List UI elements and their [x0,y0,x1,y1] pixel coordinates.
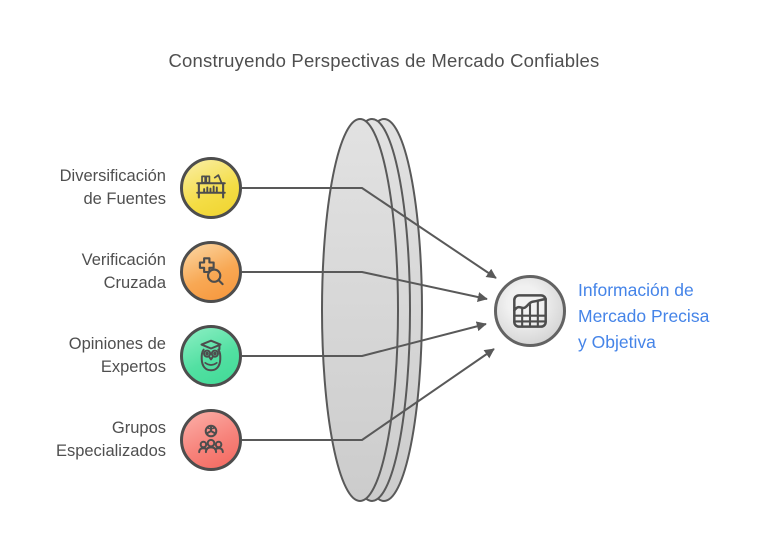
source-label-line: Cruzada [103,274,166,292]
source-node-verificacion [180,241,242,303]
globe-people-icon [192,421,230,459]
source-label-verificacion: Verificación Cruzada [6,249,166,295]
result-node-informacion [494,275,566,347]
connector-arrow-1 [242,187,497,279]
result-label-line: Información de [578,280,694,300]
source-label-line: Grupos [111,419,166,437]
convergence-lens [321,118,423,502]
page-title: Construyendo Perspectivas de Mercado Con… [168,50,600,71]
source-node-diversificacion [180,157,242,219]
lens-front-face [321,118,399,502]
graduate-owl-icon [192,337,230,375]
source-node-grupos [180,409,242,471]
source-label-line: Opiniones de [68,335,166,353]
bookshelf-chart-icon [192,169,230,207]
connector-arrow-4 [242,348,495,441]
connector-arrow-3 [242,321,487,357]
cross-magnifier-icon [192,253,230,291]
source-node-opiniones [180,325,242,387]
result-label-line: y Objetiva [578,332,656,352]
source-label-grupos: Grupos Especializados [6,417,166,463]
result-label-line: Mercado Precisa [578,306,710,326]
source-label-line: Diversificación [59,167,166,185]
source-label-diversificacion: Diversificación de Fuentes [6,165,166,211]
source-label-line: de Fuentes [83,190,166,208]
connector-arrow-2 [242,271,488,302]
source-label-line: Expertos [100,358,166,376]
source-label-line: Verificación [81,251,166,269]
source-label-line: Especializados [55,442,166,460]
market-chart-icon [507,288,553,334]
result-label: Información de Mercado Precisa y Objetiv… [578,277,760,355]
source-label-opiniones: Opiniones de Expertos [6,333,166,379]
